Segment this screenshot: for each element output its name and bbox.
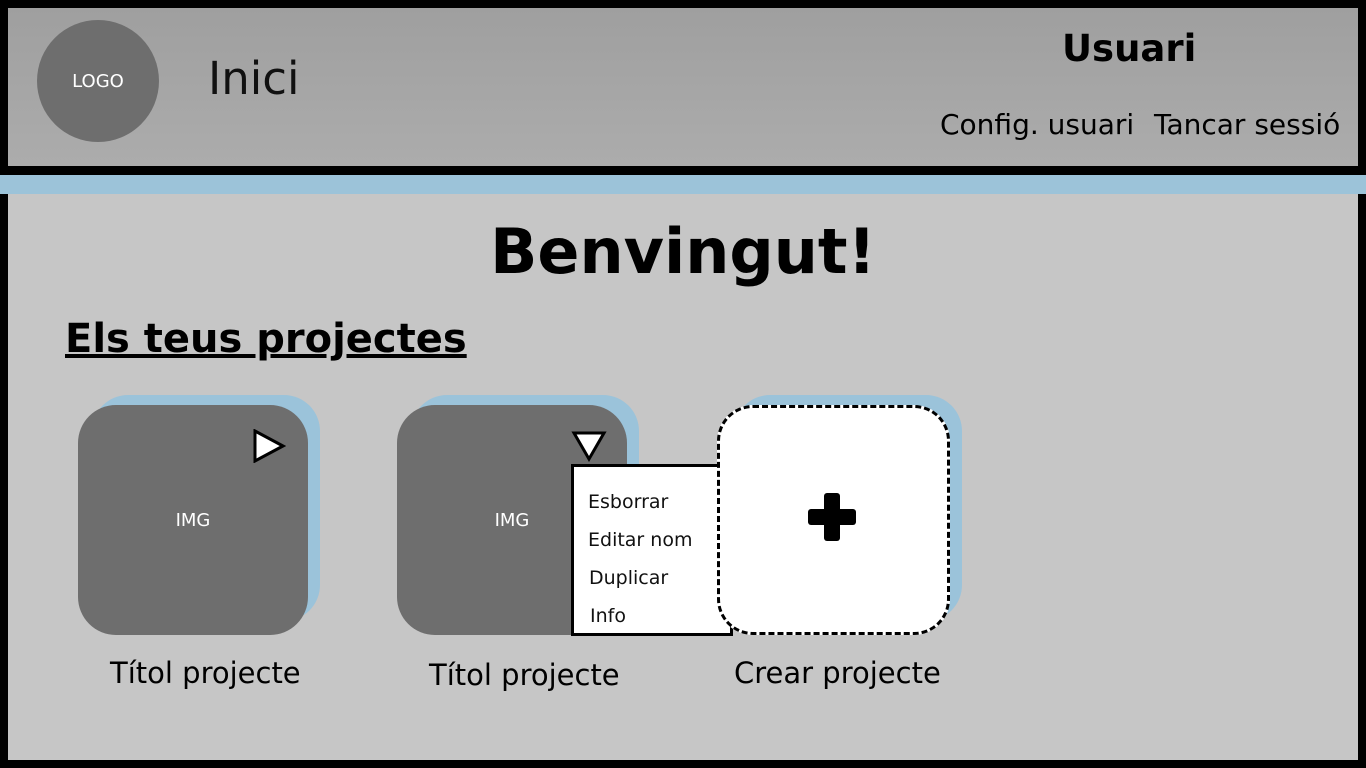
home-link[interactable]: Inici: [208, 52, 300, 105]
main-content: Benvingut! Els teus projectes IMG Títol …: [8, 194, 1358, 760]
logo-text: LOGO: [72, 70, 124, 92]
create-project-button[interactable]: [717, 405, 950, 635]
top-header: LOGO Inici Usuari Config. usuari Tancar …: [8, 8, 1358, 166]
project-image-placeholder: IMG: [175, 509, 211, 531]
user-config-link[interactable]: Config. usuari: [940, 108, 1135, 141]
logout-link[interactable]: Tancar sessió: [1154, 108, 1341, 141]
project-image-placeholder: IMG: [494, 509, 530, 531]
dropdown-triangle-icon[interactable]: [571, 430, 607, 462]
menu-item-delete[interactable]: Esborrar: [588, 491, 669, 513]
menu-item-duplicate[interactable]: Duplicar: [589, 567, 669, 589]
project-title: Títol projecte: [110, 656, 301, 690]
welcome-heading: Benvingut!: [490, 215, 876, 288]
section-title: Els teus projectes: [65, 316, 467, 362]
menu-item-info[interactable]: Info: [590, 605, 626, 627]
accent-bar: [0, 175, 1366, 194]
logo[interactable]: LOGO: [37, 20, 159, 142]
user-name: Usuari: [1062, 27, 1197, 70]
project-context-menu: Esborrar Editar nom Duplicar Info: [571, 464, 733, 636]
play-icon[interactable]: [252, 429, 286, 463]
project-title: Títol projecte: [429, 658, 620, 692]
menu-item-rename[interactable]: Editar nom: [588, 529, 693, 551]
create-project-label: Crear projecte: [734, 656, 941, 690]
plus-icon: [808, 493, 856, 541]
